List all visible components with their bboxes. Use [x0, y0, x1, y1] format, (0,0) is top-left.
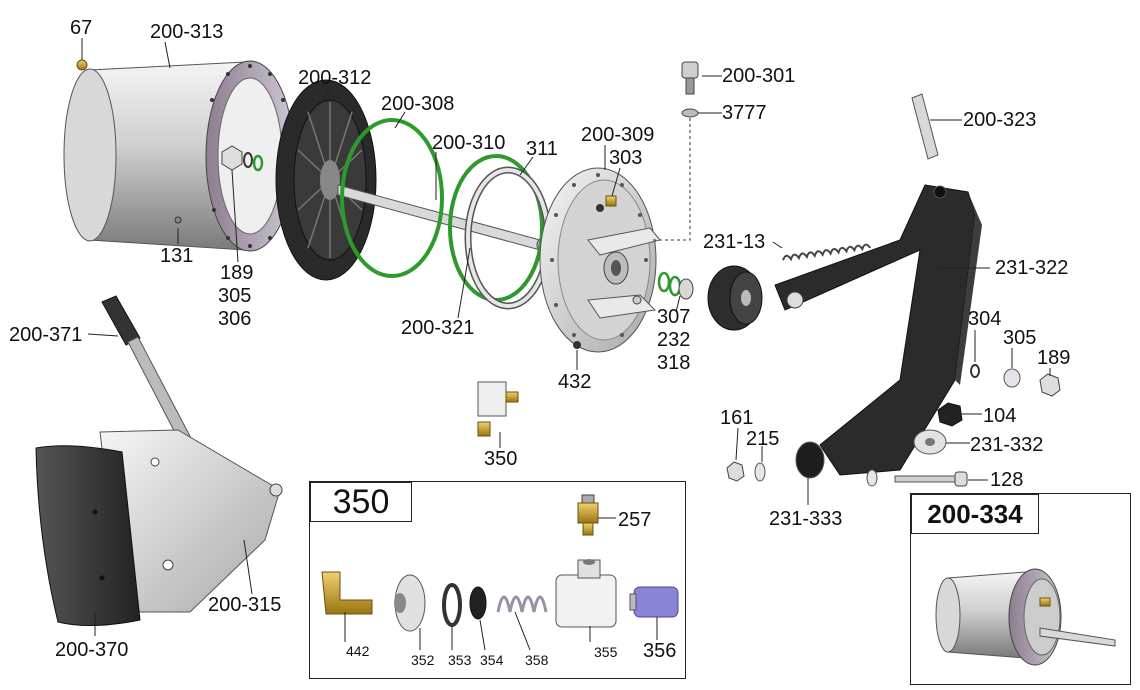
seal-354 [469, 586, 487, 620]
dashed-leader [652, 118, 691, 241]
rings-307-232-318 [657, 271, 694, 300]
bolt-128 [894, 471, 968, 487]
cylinder-200-313 [63, 59, 295, 252]
body-352 [394, 574, 426, 632]
part-label: 200-308 [381, 93, 455, 115]
part-label: 200-321 [401, 317, 475, 339]
washer-353 [442, 583, 462, 627]
part-label: 161 [720, 407, 754, 429]
washer-305b [1003, 368, 1021, 388]
part-label: 306 [218, 308, 252, 330]
part-label: 231-332 [970, 434, 1044, 456]
pin-200-323 [911, 93, 939, 160]
part-label: 305 [1003, 327, 1037, 349]
part-label: 128 [990, 469, 1024, 491]
muffler-356 [629, 586, 679, 618]
ring-304 [970, 364, 980, 378]
part-label: 67 [70, 17, 93, 39]
pedal-plate-200-315 [99, 429, 283, 613]
part-label: 307 [657, 306, 691, 328]
part-label: 200-313 [150, 21, 224, 43]
part-label: 131 [160, 245, 194, 267]
valve-body-355 [555, 559, 617, 628]
part-label: 432 [558, 371, 592, 393]
washer-right [866, 469, 878, 487]
kit-200-334-title-box: 200-334 [911, 494, 1039, 534]
valve-350-assembly [477, 381, 519, 437]
kit-350-title: 350 [332, 483, 390, 521]
part-label: 304 [968, 308, 1002, 330]
part-label: 231-13 [703, 231, 766, 253]
pedal-pad-200-370 [35, 445, 141, 627]
part-label: 353 [448, 652, 472, 668]
part-label: 311 [526, 138, 558, 160]
screw-200-301 [681, 61, 699, 95]
arm-231-322 [774, 184, 982, 479]
kit-200-334-parts [935, 568, 1116, 666]
part-label: 442 [346, 643, 370, 659]
part-label: 104 [983, 405, 1017, 427]
kit-350-title-box: 350 [310, 482, 412, 522]
part-label: 350 [484, 448, 518, 470]
part-label: 200-370 [55, 639, 129, 661]
kit-350-parts [321, 494, 679, 632]
part-label: 200-301 [722, 65, 796, 87]
part-label: 3777 [722, 102, 767, 124]
end-plate-200-309 [539, 167, 661, 353]
kit-200-334-title: 200-334 [927, 499, 1023, 529]
leader-lines [81, 38, 1051, 651]
nut-104 [937, 402, 963, 427]
part-label: 200-323 [963, 109, 1037, 131]
part-label: 354 [480, 652, 504, 668]
part-label: 200-312 [298, 67, 372, 89]
part-label: 303 [609, 147, 643, 169]
nut-161 [726, 461, 745, 482]
part-label: 189 [220, 262, 254, 284]
oring-200-308 [340, 118, 444, 278]
washer-3777 [681, 108, 699, 118]
part-label: 200-315 [208, 594, 282, 616]
part-label: 355 [594, 644, 618, 660]
part-label: 232 [657, 329, 691, 351]
roller [707, 265, 763, 331]
part-label: 352 [411, 652, 435, 668]
part-label: 215 [746, 428, 780, 450]
spring-358 [496, 595, 548, 613]
lever-200-371 [101, 295, 193, 447]
part-label: 318 [657, 352, 691, 374]
kit-200-334-box [910, 493, 1131, 685]
part-label: 200-309 [581, 124, 655, 146]
part-label: 305 [218, 285, 252, 307]
spring-231-13 [782, 243, 872, 262]
nut-189b [1039, 373, 1061, 397]
part-label: 231-333 [769, 508, 843, 530]
washer-215 [754, 462, 766, 482]
part-label: 200-310 [432, 132, 506, 154]
part-label: 358 [525, 652, 549, 668]
part-label: 231-322 [995, 257, 1069, 279]
part-label: 356 [643, 640, 677, 662]
part-label: 257 [618, 509, 652, 531]
diaphragm-200-312 [275, 79, 377, 281]
part-label: 189 [1037, 347, 1071, 369]
fitting-257 [577, 494, 599, 536]
kit-350-box [309, 481, 686, 679]
elbow-442 [321, 571, 373, 615]
part-label: 200-371 [9, 324, 83, 346]
